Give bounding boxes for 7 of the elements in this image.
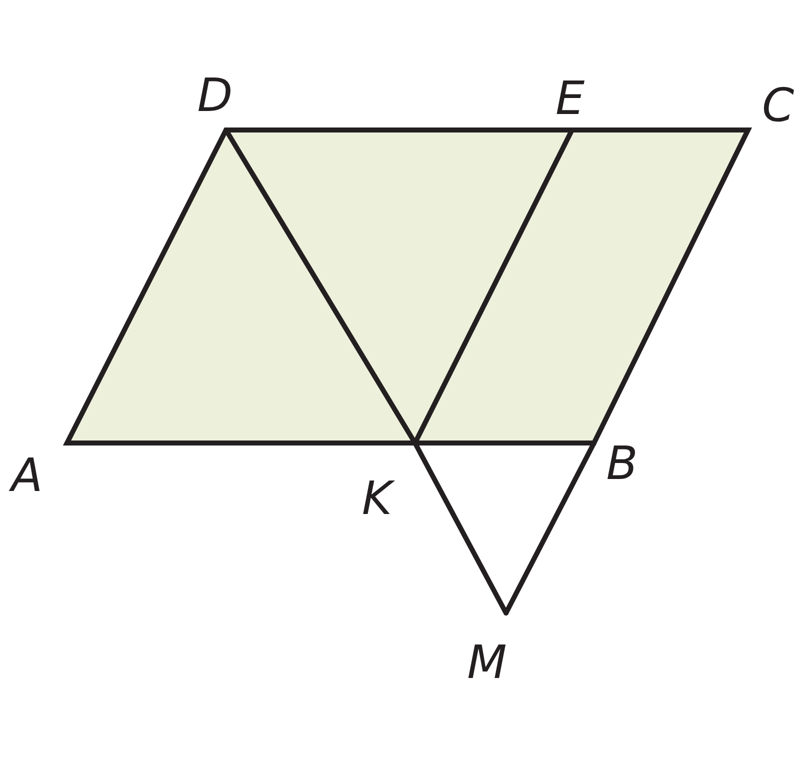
- point-label: B: [606, 440, 638, 486]
- point-label: C: [762, 82, 794, 128]
- point-label: D: [197, 72, 233, 118]
- point-label: E: [555, 75, 585, 121]
- point-label: K: [362, 475, 392, 521]
- point-label: A: [11, 452, 43, 498]
- point-label: M: [467, 639, 507, 685]
